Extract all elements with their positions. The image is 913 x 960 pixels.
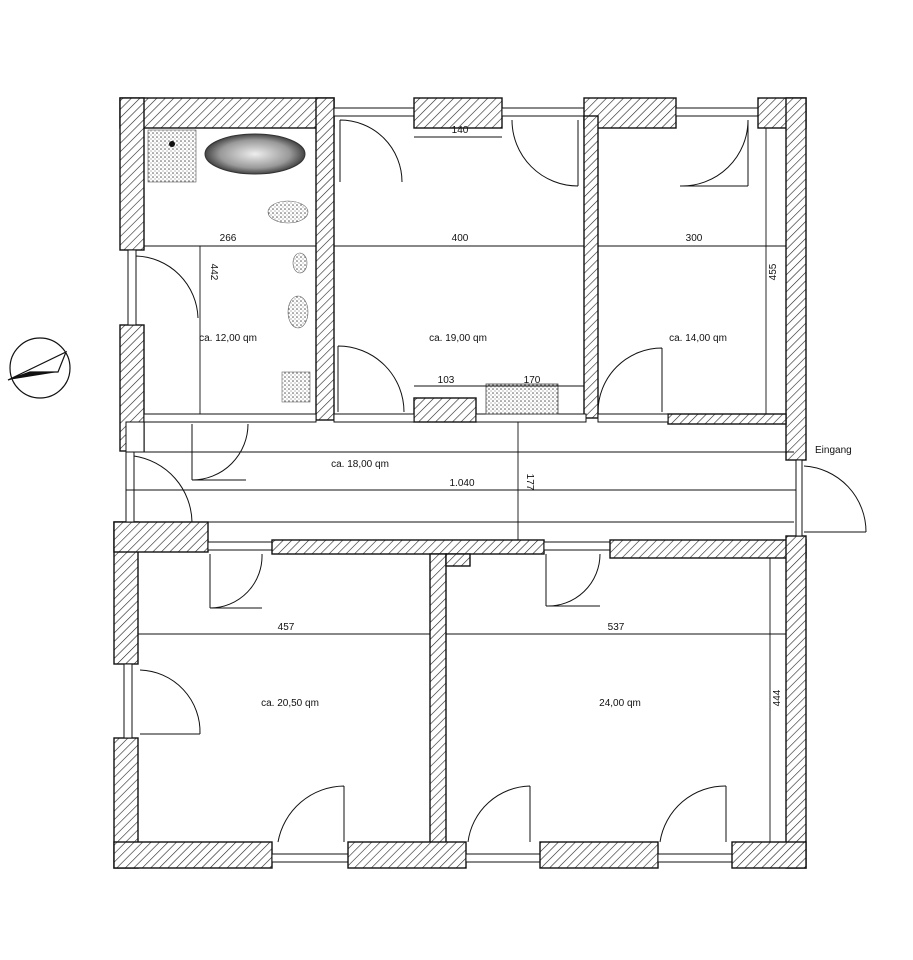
door-bottom-mid-bottom bbox=[467, 785, 531, 843]
dim-hall-length: 1.040 bbox=[449, 478, 474, 489]
bathroom-fixtures bbox=[147, 129, 559, 415]
door-hall-left bbox=[133, 455, 193, 523]
door-right-top bbox=[679, 119, 749, 187]
room-area-right: ca. 14,00 qm bbox=[669, 333, 727, 344]
dim-bottom-left-width: 457 bbox=[278, 622, 295, 633]
bathtub bbox=[204, 133, 306, 175]
dim-bottom-gap-a: 103 bbox=[438, 375, 455, 386]
toilet bbox=[287, 295, 309, 329]
dim-bottom-gap-b: 170 bbox=[524, 375, 541, 386]
dim-hall-depth: 177 bbox=[524, 474, 535, 491]
shower-drain-icon bbox=[169, 141, 175, 147]
walls bbox=[113, 97, 807, 869]
washer bbox=[281, 371, 311, 403]
doors bbox=[133, 119, 867, 843]
room-area-hall: ca. 18,00 qm bbox=[331, 459, 389, 470]
door-bath-window bbox=[135, 255, 199, 319]
dim-bottom-right-depth: 444 bbox=[772, 689, 783, 706]
shower-tray bbox=[147, 129, 197, 183]
door-middle-top-left bbox=[339, 119, 403, 183]
radiator bbox=[485, 383, 559, 415]
door-bottom-left-window bbox=[139, 669, 201, 735]
door-bottom-right-top bbox=[545, 553, 601, 607]
door-bottom-right-bottom bbox=[659, 785, 727, 843]
north-arrow-icon bbox=[7, 337, 71, 399]
dim-bottom-right-width: 537 bbox=[608, 622, 625, 633]
room-area-bottom-left: ca. 20,50 qm bbox=[261, 698, 319, 709]
door-middle-bottom bbox=[337, 345, 405, 413]
room-area-bath: ca. 12,00 qm bbox=[199, 333, 257, 344]
dim-bath-depth: 442 bbox=[208, 264, 219, 281]
door-bottom-left-bottom bbox=[277, 785, 345, 843]
dimension-lines bbox=[126, 128, 796, 842]
dim-right-width: 300 bbox=[686, 233, 703, 244]
door-bottom-left-top bbox=[209, 553, 263, 609]
room-area-bottom-right: 24,00 qm bbox=[599, 698, 641, 709]
sink bbox=[267, 200, 309, 224]
bidet bbox=[292, 252, 308, 274]
entrance-label: Eingang bbox=[815, 445, 852, 456]
dim-middle-width: 400 bbox=[452, 233, 469, 244]
dim-right-depth: 455 bbox=[768, 263, 779, 280]
door-right-bottom bbox=[597, 347, 663, 413]
room-area-middle: ca. 19,00 qm bbox=[429, 333, 487, 344]
door-middle-top-right bbox=[511, 119, 579, 187]
dim-middle-door-gap: 140 bbox=[452, 125, 469, 136]
dim-bath-width: 266 bbox=[220, 233, 237, 244]
door-entrance bbox=[803, 465, 867, 533]
